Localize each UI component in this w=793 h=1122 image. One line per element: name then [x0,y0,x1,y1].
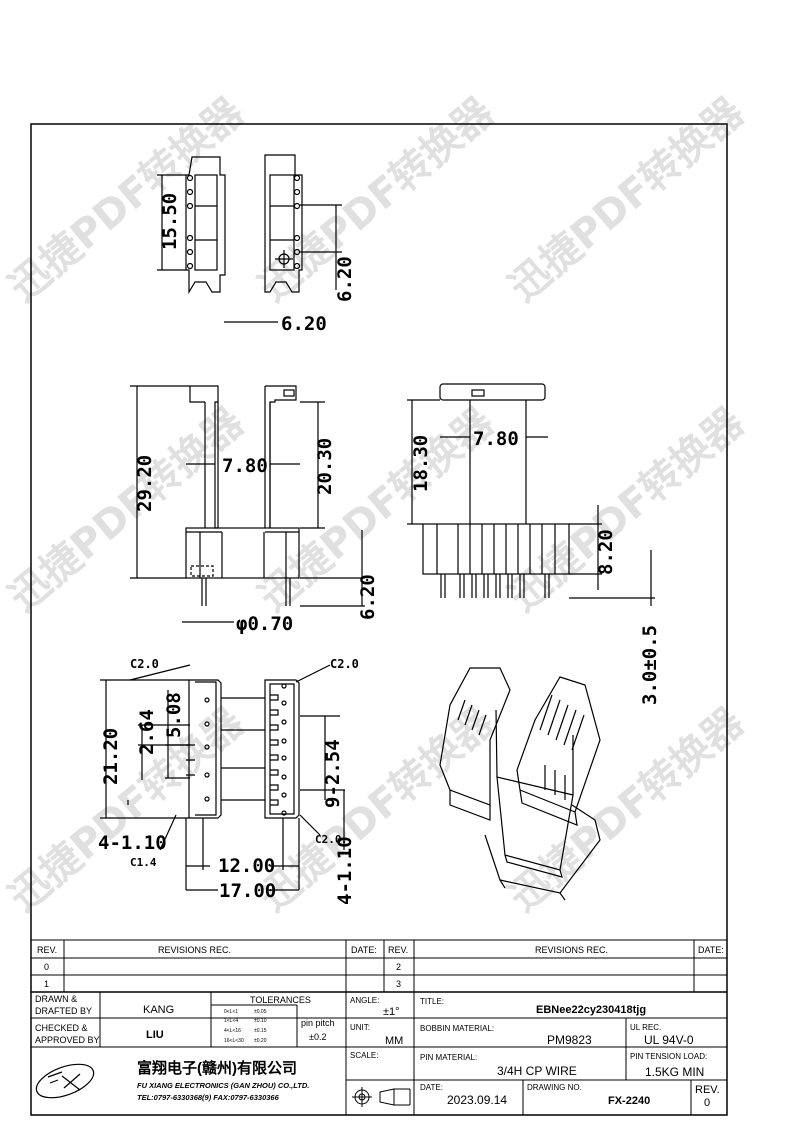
tol-range: 4<L<16 [224,1028,241,1034]
angle-value: ±1° [383,1006,400,1018]
pin-material-value: 3/4H CP WIRE [497,1064,577,1078]
tol-range: 1<L<4 [224,1018,238,1024]
dim-bottom-slot-count: 4-1.10 [98,832,167,854]
dim-front-pin-len: 6.20 [357,574,379,620]
watermark: 迅捷PDF转换器 [501,89,753,311]
dim-bottom-pitch-a: 2.64 [136,709,158,755]
watermark: 迅捷PDF转换器 [1,699,253,921]
rev-value: 0 [704,1097,710,1109]
dim-side-height: 18.30 [410,435,432,492]
tolerances-label: TOLERANCES [250,995,311,1005]
revisions-table [31,939,727,1115]
scale-label: SCALE: [350,1051,378,1060]
dim-bottom-chamfer-left: C2.0 [130,657,159,671]
tol-value: ±0.05 [254,1009,267,1015]
dim-front-winding: 20.30 [314,438,336,495]
bobbin-value: PM9823 [547,1033,592,1047]
checked-value: LIU [146,1029,164,1041]
dim-bottom-pitch-b: 5.08 [163,692,185,738]
checked-label-2: APPROVED BY [35,1035,100,1045]
watermark: 迅捷PDF转换器 [501,399,753,621]
dim-front-height: 29.20 [134,455,156,512]
rev-header-right: REV. [388,945,408,955]
drawn-label-1: DRAWN & [35,994,77,1004]
drawing-no-label: DRAWING NO. [527,1083,582,1092]
date-header-left: DATE: [351,945,377,955]
rec-header-left: REVISIONS REC. [158,945,231,955]
ul-value: UL 94V-0 [644,1033,694,1047]
ul-label: UL REC. [630,1023,661,1032]
date-value: 2023.09.14 [447,1093,507,1107]
tol-value: ±0.15 [254,1028,267,1034]
pin-pitch-label: pin pitch [301,1018,335,1028]
dim-bottom-c20b: C2.0 [315,833,342,846]
drawing-no-value: FX-2240 [608,1095,650,1107]
dim-side-pin-len: 3.0±0.5 [639,625,661,705]
company-name-cn: 富翔电子(赣州)有限公司 [137,1059,297,1077]
bobbin-label: BOBBIN MATERIAL: [420,1024,494,1033]
dim-bottom-height: 21.20 [100,728,122,785]
tol-value: ±0.20 [254,1038,267,1044]
company-logo [35,1063,95,1099]
pin-tension-value: 1.5KG MIN [645,1065,704,1079]
title-label: TITLE: [420,997,444,1006]
dim-bottom-chamfer-right: C2.0 [330,657,359,671]
unit-value: MM [385,1035,403,1047]
dim-top-width: 6.20 [281,313,327,335]
sheet-border [30,123,728,1116]
angle-label: ANGLE: [350,996,379,1005]
watermark: 迅捷PDF转换器 [251,699,503,921]
rev-row: 3 [396,979,401,989]
title-block [31,992,727,1115]
dim-side-base: 8.20 [595,529,617,575]
front-view [130,385,365,623]
company-name-en: FU XIANG ELECTRONICS (GAN ZHOU) CO.,LTD. [137,1081,309,1090]
rev-header-left: REV. [37,945,57,955]
dim-front-pin-dia: φ0.70 [236,613,293,635]
title-value: EBNee22cy230418tjg [536,1004,646,1016]
drawn-label-2: DRAFTED BY [35,1006,92,1016]
dim-front-core: 7.80 [222,455,268,477]
top-view [157,154,342,323]
tol-range: 0<L<1 [224,1009,238,1015]
rev-row: 1 [44,979,49,989]
side-view [407,383,655,606]
date-label: DATE: [420,1083,443,1092]
watermark: 迅捷PDF转换器 [251,89,503,311]
dim-bottom-inner: 12.00 [218,855,275,877]
dim-bottom-pin-count: 4-1.10 [334,836,356,905]
isometric-view [439,667,601,901]
dim-bottom-pitch-c: 9-2.54 [322,739,344,808]
unit-label: UNIT: [350,1023,370,1032]
date-header-right: DATE: [698,945,724,955]
dim-side-core: 7.80 [473,428,519,450]
dim-bottom-outer: 17.00 [219,880,276,902]
watermark: 迅捷PDF转换器 [1,89,253,311]
bottom-view [100,664,345,891]
rev-row: 0 [44,962,49,972]
dim-bottom-c14: C1.4 [130,856,157,869]
tol-range: 16<L<30 [224,1038,244,1044]
pin-material-label: PIN MATERIAL: [420,1053,477,1062]
dim-top-pin-span: 6.20 [334,256,356,302]
pin-pitch-value: ±0.2 [309,1032,326,1042]
checked-label-1: CHECKED & [35,1023,88,1033]
company-tel: TEL:0797-6330368(9) FAX:0797-6330366 [137,1093,280,1102]
dim-top-height: 15.50 [159,193,181,250]
rev-row: 2 [396,962,401,972]
tol-value: ±0.10 [254,1018,267,1024]
rev-label: REV. [695,1084,720,1096]
rec-header-right: REVISIONS REC. [535,945,608,955]
pin-tension-label: PIN TENSION LOAD: [630,1052,707,1061]
watermark-layer: 迅捷PDF转换器 迅捷PDF转换器 迅捷PDF转换器 迅捷PDF转换器 迅捷PD… [1,89,753,921]
drawn-value: KANG [143,1004,174,1016]
